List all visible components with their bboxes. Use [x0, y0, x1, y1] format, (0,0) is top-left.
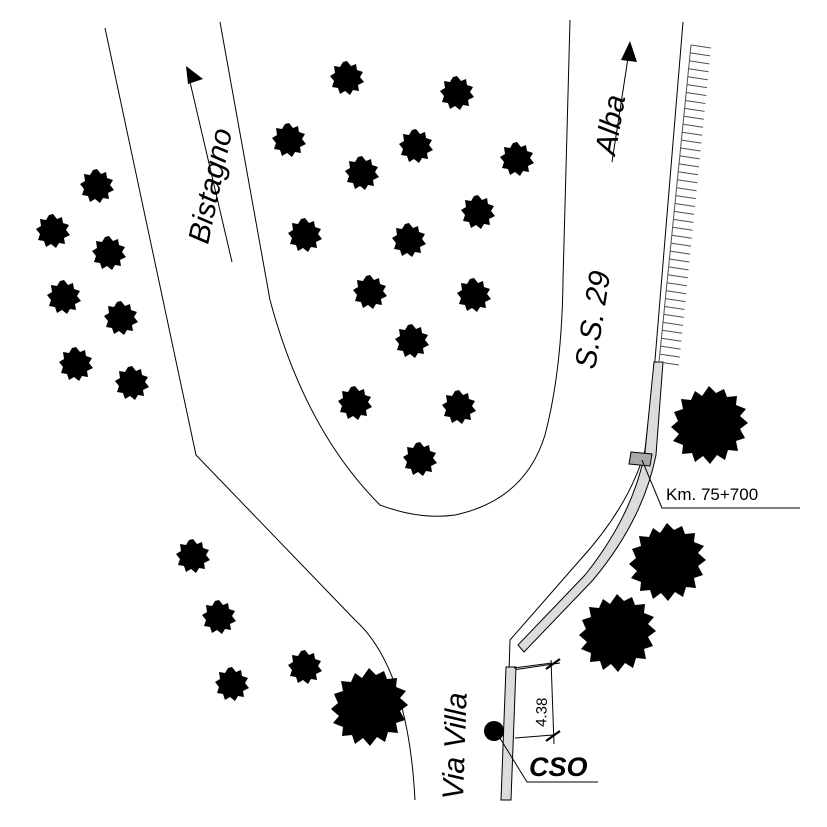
shrub-icon [330, 61, 364, 95]
label-km: Km. 75+700 [666, 485, 758, 504]
shrub-icon [399, 129, 433, 163]
arrow-icon-alba [611, 41, 637, 163]
shrub-icon [461, 195, 495, 229]
shrub-icon [442, 390, 476, 424]
shrub-icon [80, 169, 114, 203]
shrub-icon [353, 275, 387, 309]
shrub-icon [288, 218, 322, 252]
shrub-icon [176, 539, 210, 573]
shrub-icon [272, 123, 306, 157]
shrub-icon [202, 600, 236, 634]
label-via-villa: Via Villa [437, 692, 474, 800]
shrub-icon [345, 156, 379, 190]
km-marker-block [628, 451, 653, 467]
shrub-icon [338, 386, 372, 420]
km-leader-line [641, 459, 800, 509]
guard-rail-via-villa [500, 666, 517, 801]
cso-leader-line [497, 734, 598, 783]
shrub-icon [215, 667, 249, 701]
tree-icon [671, 386, 748, 464]
label-bistagno: Bistagno [183, 125, 240, 246]
label-dimension: 4.38 [533, 697, 551, 727]
shrub-icon [115, 366, 149, 400]
shrub-icon [440, 76, 474, 110]
road-edge-west [104, 27, 416, 801]
guard-rail [517, 361, 664, 653]
shrub-icon [395, 324, 429, 358]
vegetation [36, 61, 748, 746]
arrow-icon-bistagno [186, 66, 233, 263]
tree-icon [629, 523, 706, 601]
filled-circle-icon [484, 721, 504, 741]
dimension-line [513, 658, 561, 745]
shrub-icon [59, 347, 93, 381]
label-cso: CSO [529, 752, 588, 782]
label-ss29: S.S. 29 [569, 268, 617, 371]
road-edge-bistagno-inner [219, 19, 571, 517]
shrub-icon [500, 142, 534, 176]
shrub-icon [457, 278, 491, 312]
shrub-icon [47, 280, 81, 314]
shrub-icon [36, 214, 70, 248]
label-alba: Alba [589, 92, 632, 159]
shrub-icon [288, 650, 322, 684]
tree-icon [579, 594, 656, 672]
fence [658, 44, 712, 366]
shrub-icon [104, 301, 138, 335]
shrub-icon [392, 223, 426, 257]
shrub-icon [403, 442, 437, 476]
tree-icon [331, 668, 408, 746]
shrub-icon [92, 236, 126, 270]
